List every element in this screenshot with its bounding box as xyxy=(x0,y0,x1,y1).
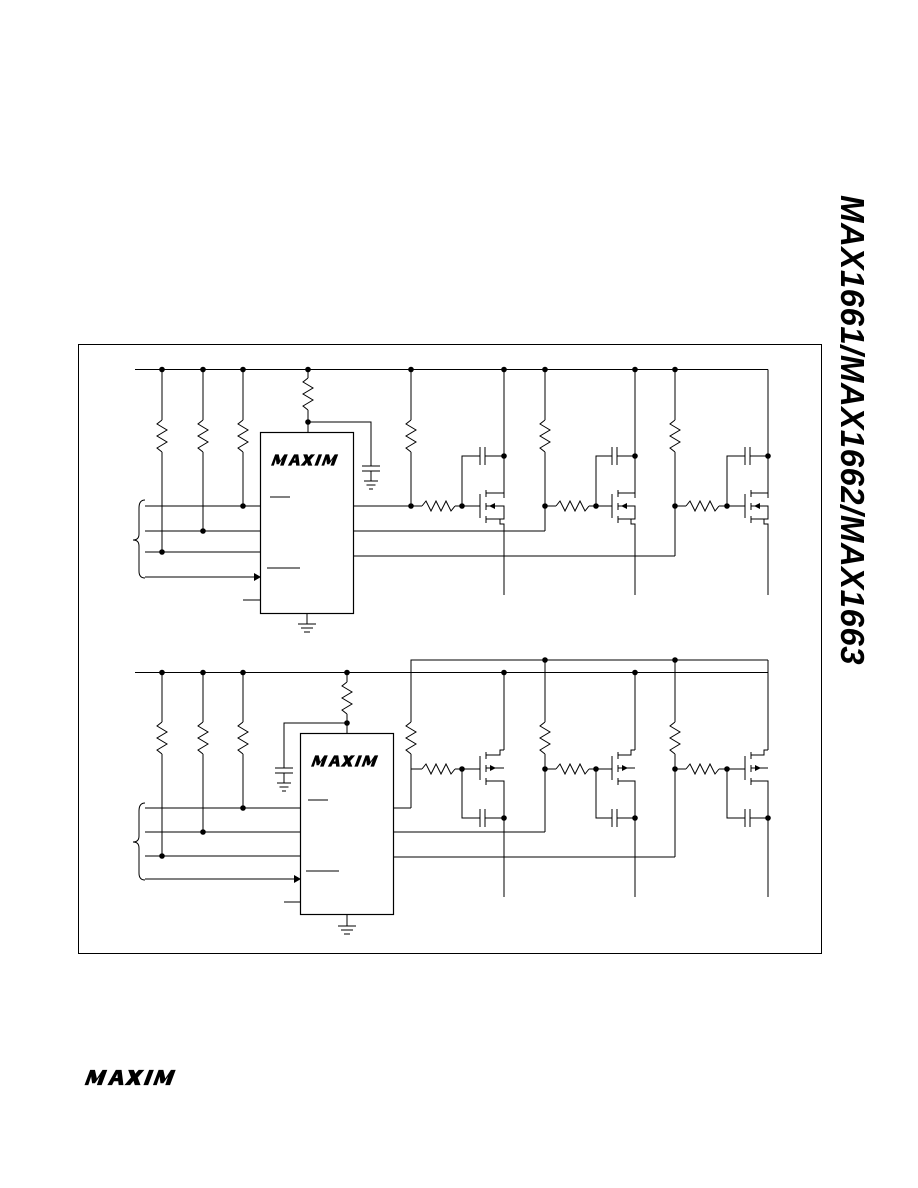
bottom-input-bus xyxy=(132,802,301,903)
top-pullup-resistors xyxy=(156,369,681,556)
top-ic-logo xyxy=(270,454,339,466)
top-mosfet-stage-3 xyxy=(672,369,771,595)
bottom-ic-outputs xyxy=(393,807,675,858)
bottom-ic-logo xyxy=(310,755,379,767)
bottom-ic-ground xyxy=(338,914,356,935)
circuit-top xyxy=(132,366,771,633)
bottom-mosfet-stage-1 xyxy=(411,672,507,897)
top-mosfet-stage-1 xyxy=(408,369,507,595)
top-mosfet-stage-2 xyxy=(542,369,638,595)
bottom-mosfet-stage-2 xyxy=(542,672,638,897)
top-ic-ground xyxy=(298,613,316,633)
top-ic-outputs xyxy=(353,505,675,557)
bottom-upper-rail xyxy=(410,659,768,722)
circuit-bottom xyxy=(132,657,771,935)
bottom-mosfet-stage-3 xyxy=(672,660,771,897)
bottom-decoupling-capacitor xyxy=(275,720,350,792)
top-decoupling-capacitor xyxy=(305,419,380,490)
footer-brand-logo xyxy=(83,1069,177,1086)
top-input-bus xyxy=(132,499,261,601)
bottom-pullup-resistors xyxy=(156,660,681,857)
figure-frame xyxy=(78,344,822,954)
